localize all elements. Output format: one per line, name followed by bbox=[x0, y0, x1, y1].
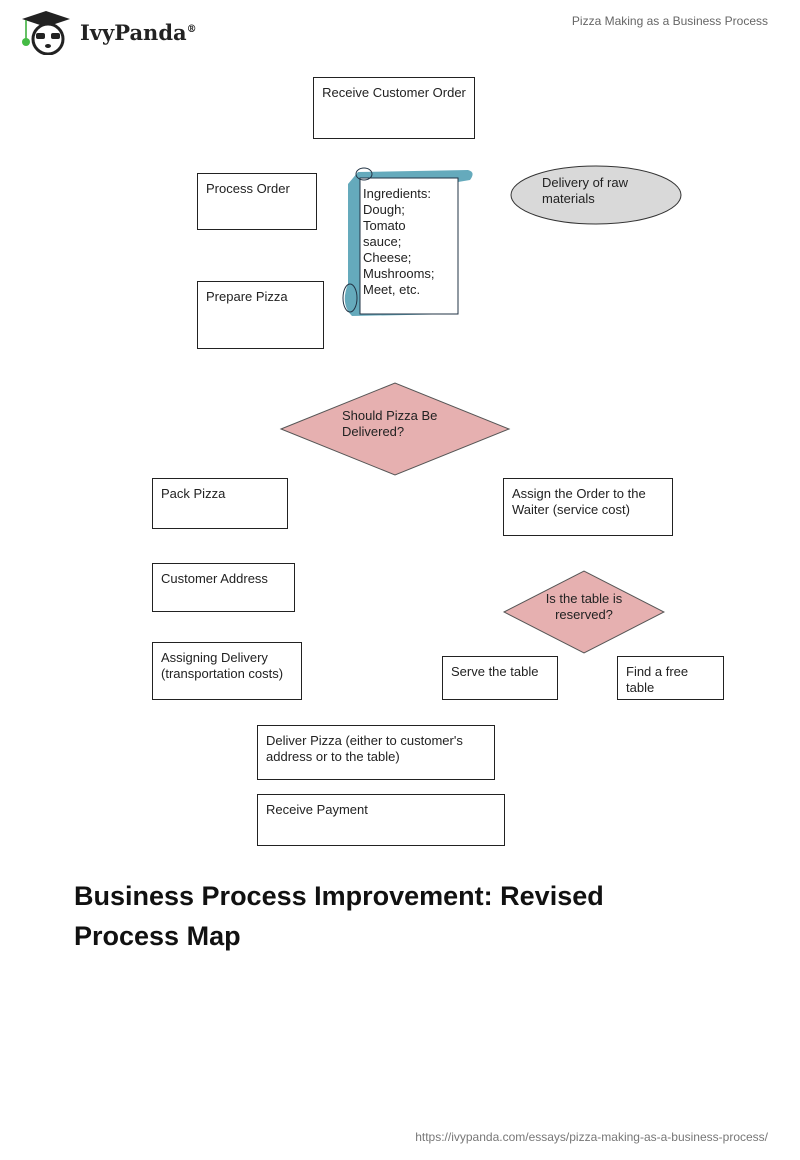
ingredients-line: Meet, etc. bbox=[363, 282, 421, 297]
ingredients-line: sauce; bbox=[363, 234, 402, 249]
serve-table-box: Serve the table bbox=[442, 656, 558, 700]
scroll-shape bbox=[342, 167, 473, 316]
decision-table-diamond bbox=[503, 570, 665, 654]
document-title: Pizza Making as a Business Process bbox=[571, 14, 768, 28]
pack-pizza-box: Pack Pizza bbox=[152, 478, 288, 529]
receive-order-box: Receive Customer Order bbox=[313, 77, 475, 139]
receive-payment-box: Receive Payment bbox=[257, 794, 505, 846]
assigning-delivery-box: Assigning Delivery (transportation costs… bbox=[152, 642, 302, 700]
ingredients-line: Cheese; bbox=[363, 250, 412, 265]
decision-delivered-label: Should Pizza Be Delivered? bbox=[342, 408, 438, 439]
ingredients-line: Tomato bbox=[363, 218, 406, 233]
ingredients-line: Mushrooms; bbox=[363, 266, 435, 281]
brand-name: IvyPanda bbox=[80, 19, 187, 45]
delivery-raw-label: Delivery of raw materials bbox=[542, 175, 628, 206]
section-heading: Business Process Improvement: Revised Pr… bbox=[74, 881, 604, 951]
ingredients-list: Ingredients: Dough; Tomato sauce; Cheese… bbox=[363, 186, 435, 298]
registered-mark: ® bbox=[186, 23, 197, 35]
process-order-box: Process Order bbox=[197, 173, 317, 230]
delivery-raw-ellipse bbox=[510, 165, 682, 225]
assign-waiter-box: Assign the Order to the Waiter (service … bbox=[503, 478, 673, 536]
decision-table-label: Is the table is reserved? bbox=[545, 591, 623, 622]
decision-delivered-diamond bbox=[279, 382, 511, 476]
find-table-box: Find a free table bbox=[617, 656, 724, 700]
prepare-pizza-box: Prepare Pizza bbox=[197, 281, 324, 349]
deliver-pizza-box: Deliver Pizza (either to customer's addr… bbox=[257, 725, 495, 780]
customer-address-box: Customer Address bbox=[152, 563, 295, 612]
panda-logo-icon bbox=[22, 11, 70, 55]
footer-url[interactable]: https://ivypanda.com/essays/pizza-making… bbox=[415, 1130, 768, 1144]
ingredients-line: Dough; bbox=[363, 202, 405, 217]
ingredients-line: Ingredients: bbox=[363, 186, 431, 201]
logo[interactable]: IvyPanda® bbox=[18, 9, 197, 55]
